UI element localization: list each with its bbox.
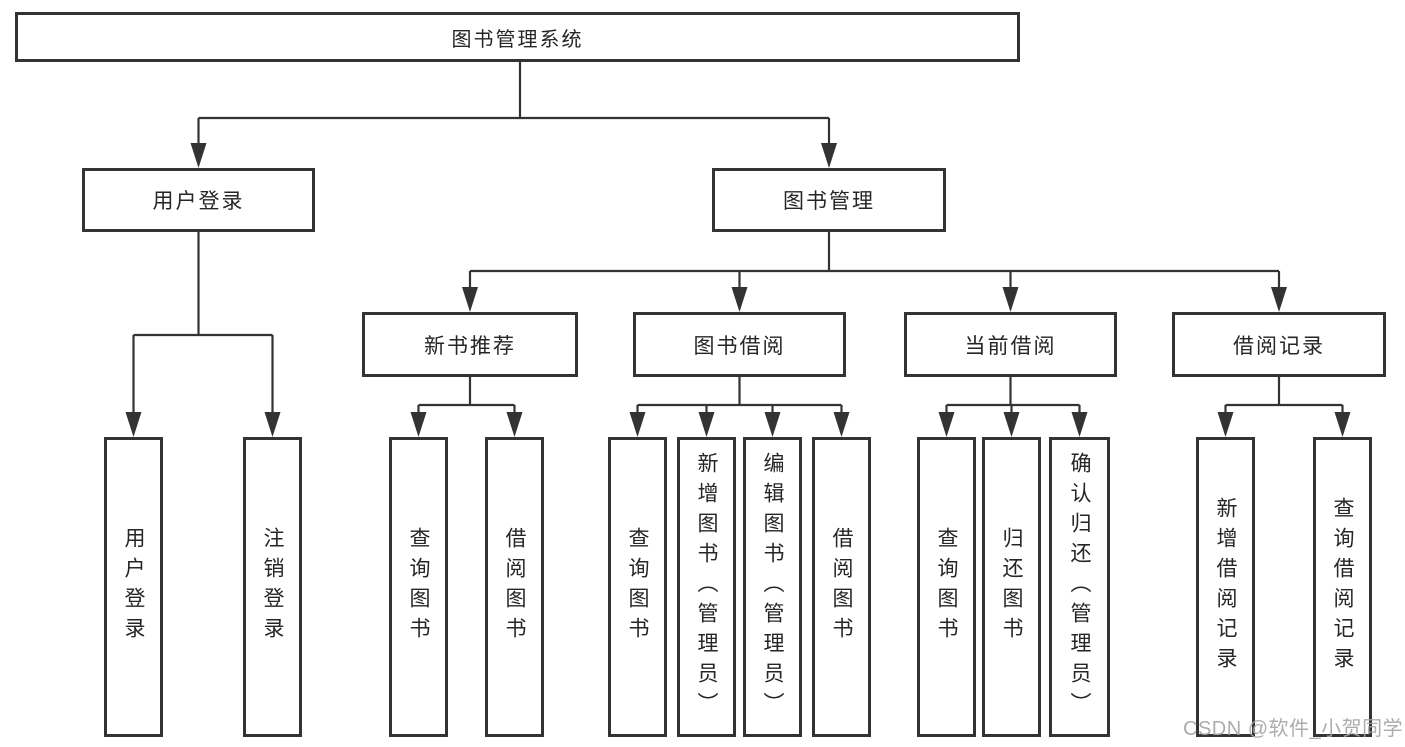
node-label: 查询图书 <box>935 527 958 647</box>
node-label: 查询图书 <box>407 527 430 647</box>
leaf-logout: 注销登录 <box>243 437 302 737</box>
watermark: CSDN @软件_小贺同学 <box>1183 718 1404 740</box>
node-user-login: 用户登录 <box>82 168 315 232</box>
node-label: 注销登录 <box>261 527 284 647</box>
node-borrow-records: 借阅记录 <box>1172 312 1386 377</box>
node-label: 借阅记录 <box>1233 334 1325 358</box>
connector-recommend-to-leaves <box>410 377 523 437</box>
node-label: 用户登录 <box>152 190 245 213</box>
leaf-borrow-books: 借阅图书 <box>812 437 871 737</box>
connector-management-to-level3 <box>462 232 1287 312</box>
node-label: 借阅图书 <box>830 527 853 647</box>
node-label: 查询借阅记录 <box>1331 497 1354 677</box>
leaf-query-books-recommend: 查询图书 <box>389 437 448 737</box>
leaf-query-books-borrow: 查询图书 <box>608 437 667 737</box>
node-label: 图书管理 <box>783 190 875 213</box>
node-label: 新增借阅记录 <box>1214 497 1237 677</box>
connector-borrow-to-leaves <box>629 377 850 437</box>
node-root: 图书管理系统 <box>15 12 1020 62</box>
node-book-borrow: 图书借阅 <box>633 312 846 377</box>
node-label: 用户登录 <box>122 527 145 647</box>
leaf-add-book-admin: 新增图书（管理员） <box>677 437 736 737</box>
node-label: 查询图书 <box>626 527 649 647</box>
node-new-book-recommend: 新书推荐 <box>362 312 578 377</box>
leaf-return-book: 归还图书 <box>982 437 1041 737</box>
node-label: 图书管理系统 <box>451 28 584 51</box>
node-label: 当前借阅 <box>964 334 1057 358</box>
connector-current-to-leaves <box>938 377 1088 437</box>
node-label: 新增图书（管理员） <box>695 452 718 722</box>
leaf-query-books-current: 查询图书 <box>917 437 976 737</box>
node-label: 编辑图书（管理员） <box>761 452 784 722</box>
connector-login-to-leaves <box>125 232 281 437</box>
node-label: 图书借阅 <box>693 334 786 358</box>
node-current-borrow: 当前借阅 <box>904 312 1117 377</box>
node-label: 借阅图书 <box>503 527 526 647</box>
node-label: 确认归还（管理员） <box>1068 452 1091 722</box>
node-label: 新书推荐 <box>424 334 516 358</box>
node-label: 归还图书 <box>1000 527 1023 647</box>
connector-records-to-leaves <box>1217 377 1351 437</box>
leaf-confirm-return-admin: 确认归还（管理员） <box>1049 437 1110 737</box>
node-book-management: 图书管理 <box>712 168 946 232</box>
leaf-query-borrow-record: 查询借阅记录 <box>1313 437 1372 737</box>
leaf-edit-book-admin: 编辑图书（管理员） <box>743 437 802 737</box>
leaf-borrow-books-recommend: 借阅图书 <box>485 437 544 737</box>
leaf-user-login: 用户登录 <box>104 437 163 737</box>
leaf-add-borrow-record: 新增借阅记录 <box>1196 437 1255 737</box>
connector-root-to-level2 <box>190 62 837 168</box>
